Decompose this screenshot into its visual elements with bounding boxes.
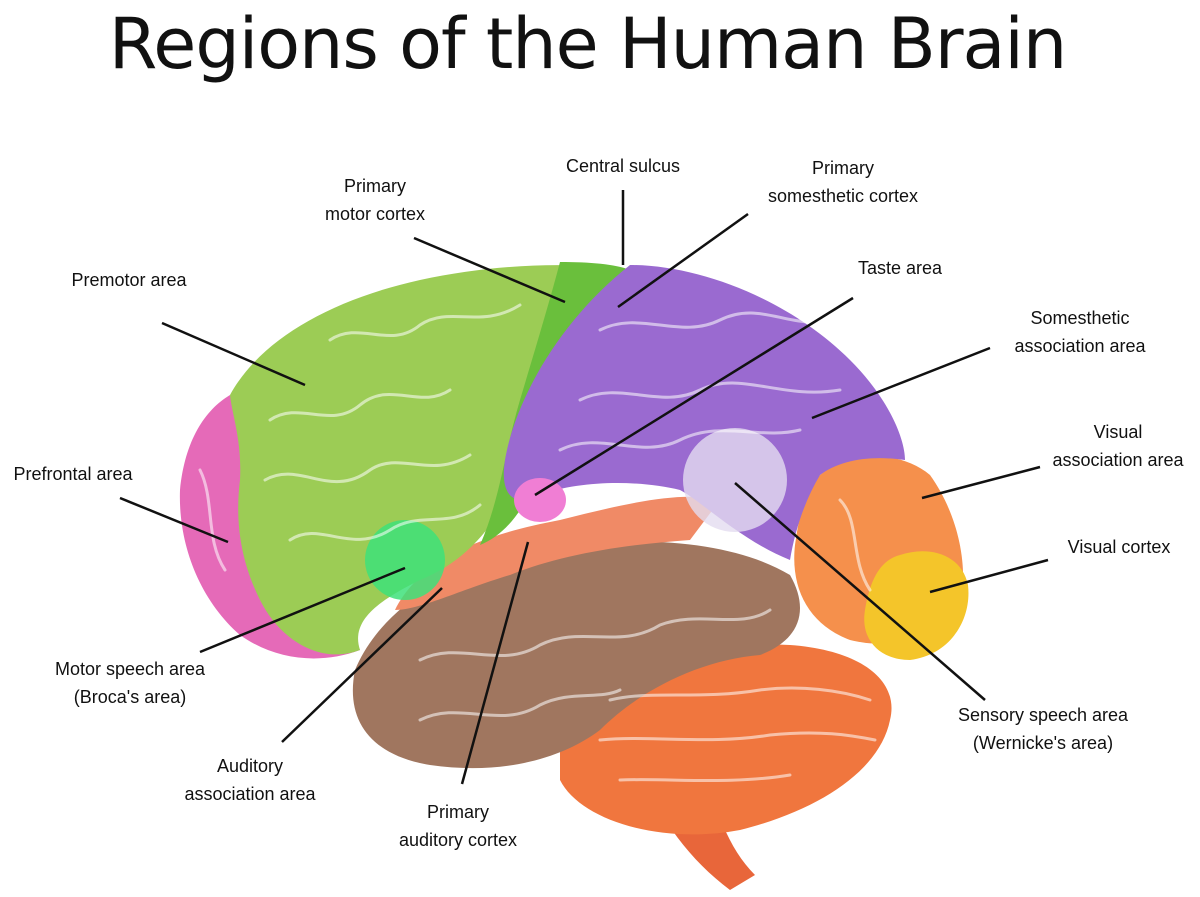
label-prefrontal-area: Prefrontal area xyxy=(13,464,133,484)
leader-prefrontal xyxy=(119,496,229,544)
taste-highlight xyxy=(514,478,566,522)
leader-auditory-association xyxy=(281,587,443,743)
somesthetic-region xyxy=(503,265,905,560)
temporal-lobe xyxy=(352,541,800,769)
leader-primary-motor xyxy=(413,236,566,304)
leader-taste xyxy=(534,296,854,497)
label-primary-somesthetic-cortex: Primary somesthetic cortex xyxy=(767,158,919,206)
label-motor-speech-area: Motor speech area (Broca's area) xyxy=(54,659,206,707)
broca-highlight xyxy=(365,520,445,600)
leader-premotor xyxy=(161,321,306,387)
leader-primary-auditory xyxy=(460,541,530,785)
leader-primary-somesthetic xyxy=(617,212,749,309)
leader-lines xyxy=(119,190,1049,785)
premotor-region xyxy=(230,265,610,655)
label-auditory-association-area: Auditory association area xyxy=(184,756,316,804)
label-somesthetic-association-area: Somesthetic association area xyxy=(1014,308,1146,356)
label-primary-motor-cortex: Primary motor cortex xyxy=(324,176,426,224)
label-sensory-speech-area: Sensory speech area (Wernicke's area) xyxy=(957,705,1129,753)
auditory-association-region xyxy=(395,496,720,610)
leader-visual-cortex xyxy=(929,558,1049,594)
leader-motor-speech xyxy=(199,566,406,654)
diagram-title: Regions of the Human Brain xyxy=(108,3,1067,85)
leader-somesthetic-association xyxy=(811,346,991,420)
wernicke-highlight xyxy=(683,428,787,532)
label-taste-area: Taste area xyxy=(857,258,943,278)
leader-sensory-speech xyxy=(734,482,986,701)
gyri-texture xyxy=(198,303,877,783)
label-central-sulcus: Central sulcus xyxy=(565,156,681,176)
label-visual-association-area: Visual association area xyxy=(1052,422,1184,470)
label-visual-cortex: Visual cortex xyxy=(1067,537,1171,557)
label-primary-auditory-cortex: Primary auditory cortex xyxy=(398,802,518,850)
label-premotor-area: Premotor area xyxy=(71,270,187,290)
leader-visual-association xyxy=(921,465,1041,500)
visual-cortex-region xyxy=(864,551,969,660)
